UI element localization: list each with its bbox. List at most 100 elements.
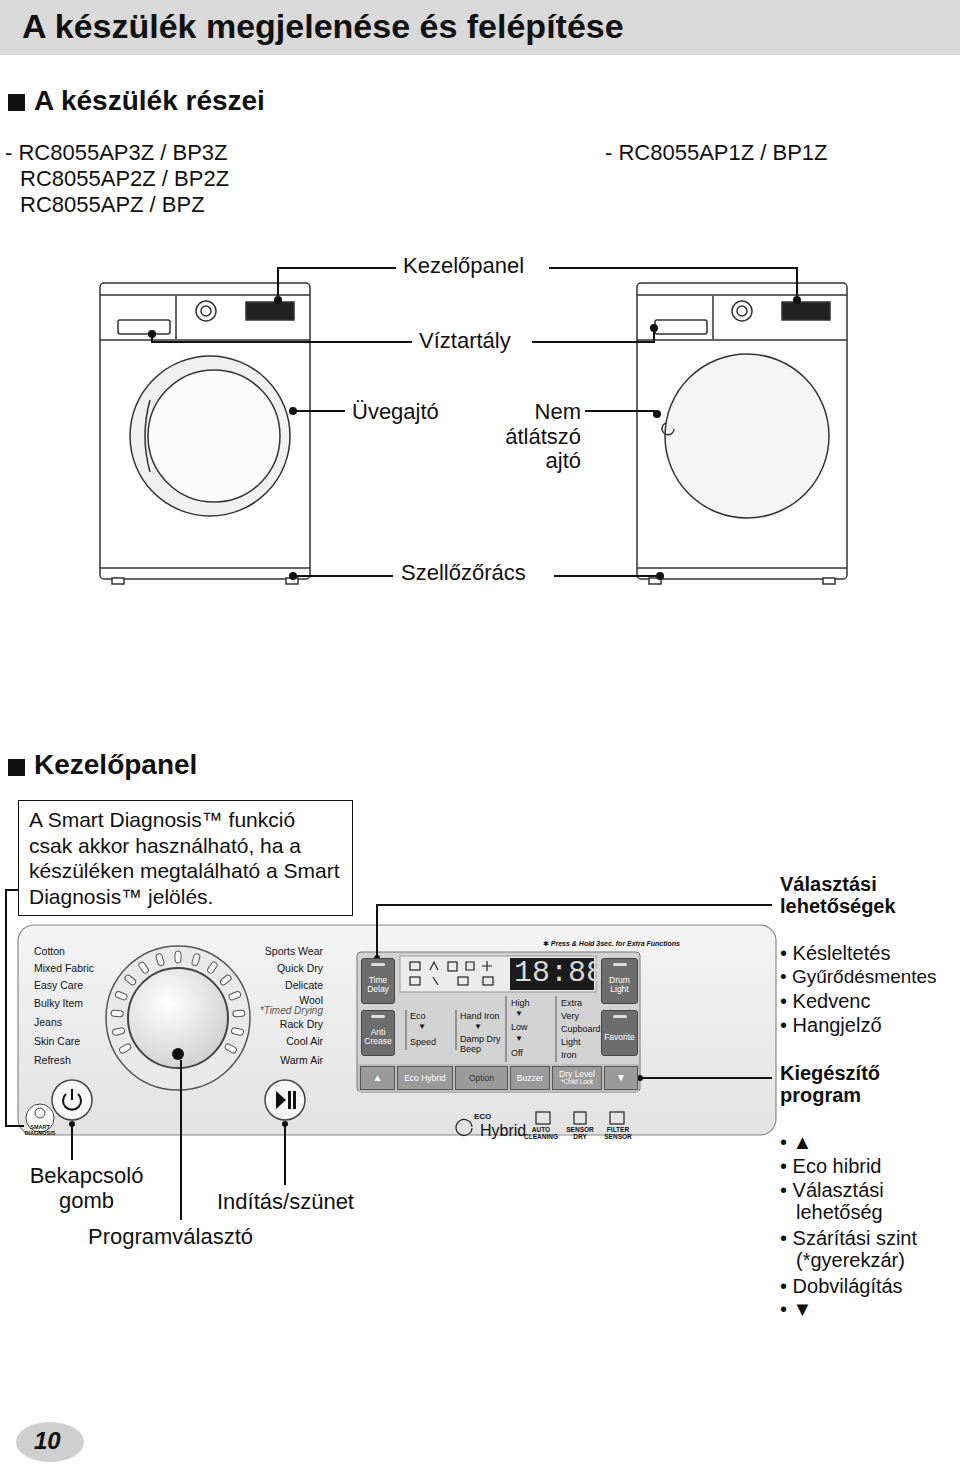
part-name: Kezelőpanel: [403, 254, 524, 279]
node-text: ▲: [373, 1073, 383, 1084]
page-number-badge: [16, 1422, 84, 1462]
display-text: Speed: [410, 1037, 436, 1047]
dial-tick: [111, 1010, 123, 1017]
program-name: Quick Dry: [277, 963, 323, 975]
display-text: High: [511, 998, 530, 1008]
bar-button: Buzzer: [510, 1066, 550, 1090]
start-pause-button: [265, 1080, 305, 1120]
part-name: Indítás/szünet: [217, 1190, 354, 1215]
option-item: • Kedvenc: [780, 990, 870, 1012]
logo-text: SENSOR DRY: [563, 1126, 597, 1141]
program-name: Skin Care: [34, 1036, 80, 1048]
program-name: Warm Air: [280, 1055, 323, 1067]
panel-button: Drum Light: [601, 958, 638, 1004]
page-number: 10: [34, 1428, 61, 1455]
dial-tick: [124, 974, 137, 986]
model-list: - RC8055AP3Z / BP3Z: [5, 141, 228, 166]
option-item: • Hangjelző: [780, 1014, 882, 1036]
display-text: Very: [561, 1011, 579, 1021]
panel-leader-dots: [69, 955, 643, 1127]
part-name: Nem átlátszó ajtó: [471, 400, 581, 474]
display-text: Cupboard: [561, 1024, 601, 1034]
bar-button: Option: [455, 1066, 508, 1090]
bar-button: ▼: [604, 1066, 638, 1090]
logo-text: ECO: [474, 1113, 491, 1122]
part-name: Üvegajtó: [352, 400, 439, 425]
panel-button: Favorite: [601, 1010, 638, 1056]
part-name: Szellőzőrács: [401, 561, 526, 586]
display-text: Hand Iron: [460, 1011, 500, 1021]
display-text: Off: [511, 1048, 523, 1058]
leader-lines: [152, 268, 797, 576]
dial-tick: [224, 1043, 237, 1054]
option-item: • Dobvilágítás: [780, 1275, 903, 1297]
program-name: Rack Dry: [280, 1019, 323, 1031]
node-text: Dry Level: [559, 1070, 595, 1079]
panel-button: Anti Crease: [361, 1010, 395, 1056]
display-dividers: [406, 996, 556, 1062]
program-dial: [106, 946, 250, 1090]
program-name: *Timed Drying: [260, 1005, 323, 1016]
dial-tick: [228, 991, 241, 1001]
option-item: • Eco hibrid: [780, 1155, 882, 1177]
dial-tick: [155, 953, 164, 966]
display-text: Iron: [561, 1050, 577, 1060]
part-name: Víztartály: [419, 329, 511, 354]
button-bar: [358, 1064, 639, 1092]
model-list: RC8055APZ / BPZ: [20, 193, 205, 218]
node-text: *Child Lock: [561, 1079, 593, 1086]
dial-tick: [115, 991, 128, 1001]
part-name: Programválasztó: [88, 1225, 253, 1250]
logo-text: FILTER SENSOR: [600, 1126, 636, 1141]
node-text: A Smart Diagnosis™ funkció csak akkor ha…: [29, 807, 342, 909]
page-title: A készülék megjelenése és felépítése: [22, 7, 624, 45]
node-text: Buzzer: [517, 1074, 543, 1083]
dial-tick: [233, 1010, 245, 1017]
indicator-light: [371, 963, 385, 966]
panel-note: ✱ Press & Hold 3sec. for Extra Functions: [543, 940, 680, 948]
program-name: Wool: [299, 995, 323, 1007]
dial-tick: [118, 1043, 131, 1054]
power-button: [52, 1080, 92, 1120]
program-name: Delicate: [285, 980, 323, 992]
display-text: Damp Dry Beep: [460, 1034, 504, 1054]
indicator-light: [613, 963, 627, 966]
program-name: Sports Wear: [265, 946, 323, 958]
display-text: ▼: [474, 1023, 482, 1032]
callout-heading: Kiegészítő program: [780, 1062, 950, 1107]
bar-button: ▲: [360, 1066, 395, 1090]
program-name: Mixed Fabric: [34, 963, 94, 975]
dryer-opaque-door: [637, 283, 847, 584]
dial-tick: [112, 1027, 125, 1036]
display-text: ▼: [515, 1035, 523, 1044]
dial-tick: [219, 974, 232, 986]
program-name: Cool Air: [286, 1036, 323, 1048]
program-name: Refresh: [34, 1055, 71, 1067]
node-text: Favorite: [604, 1033, 635, 1042]
callout-heading: Választási lehetőségek: [780, 873, 950, 918]
section-heading: A készülék részei: [34, 85, 265, 116]
program-name: Easy Care: [34, 980, 83, 992]
display-text: Light: [561, 1037, 581, 1047]
dial-tick: [138, 961, 150, 974]
dial-tick: [207, 961, 219, 974]
indicator-light: [371, 1015, 385, 1018]
logo-text: SMART DIAGNOSIS: [22, 1124, 58, 1136]
dial-tick: [231, 1027, 244, 1036]
display-text: Extra: [561, 998, 582, 1008]
panel-button: Time Delay: [361, 958, 395, 1004]
indicator-light: [613, 1015, 627, 1018]
status-icons: [410, 961, 493, 985]
section-heading: Kezelőpanel: [34, 749, 197, 780]
option-item: • Késleltetés: [780, 942, 890, 964]
dial-tick: [191, 953, 200, 966]
display-digits: 18:88: [514, 957, 604, 991]
option-item: • ▲: [780, 1131, 812, 1153]
control-panel: [18, 925, 776, 1135]
option-item: • Gyűrődésmentes: [780, 966, 937, 987]
model-list: RC8055AP2Z / BP2Z: [20, 167, 229, 192]
program-name: Cotton: [34, 946, 65, 958]
display-text: Eco: [410, 1011, 426, 1021]
note-box: A Smart Diagnosis™ funkció csak akkor ha…: [18, 800, 353, 916]
